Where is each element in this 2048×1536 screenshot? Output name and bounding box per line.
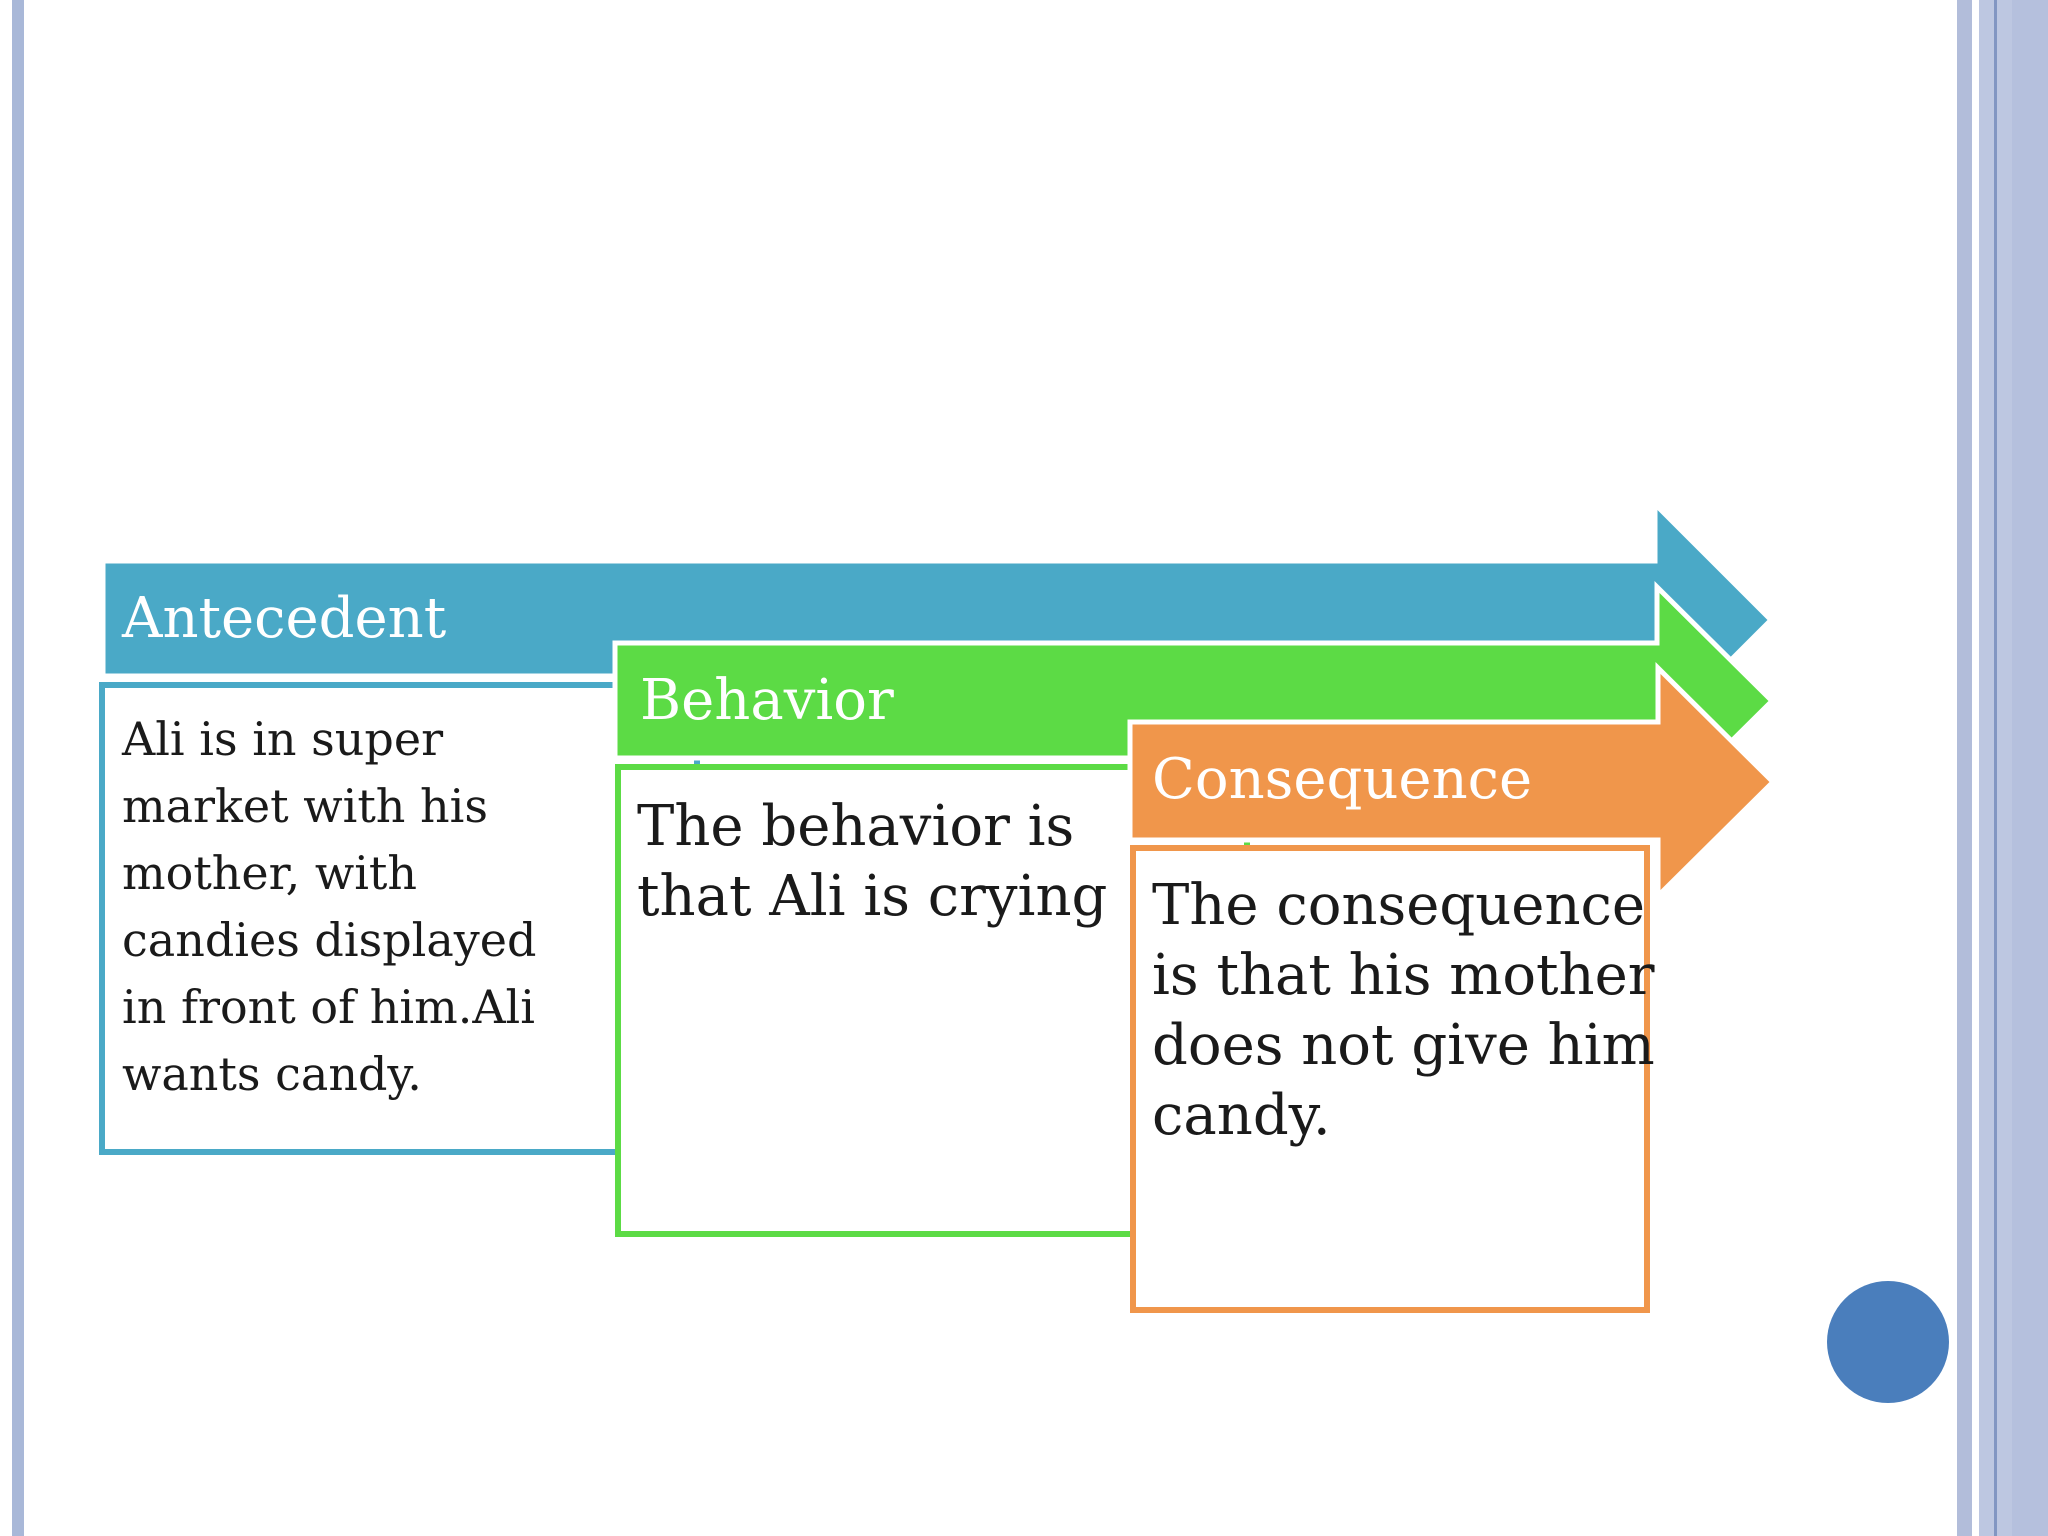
consequence-textbox: The consequence is that his mother does …: [1130, 845, 1655, 1313]
antecedent-textbox: Ali is in super market with his mother, …: [99, 682, 700, 1155]
behavior-text: The behavior is that Ali is crying: [637, 794, 1108, 929]
consequence-text: The consequence is that his mother does …: [1152, 873, 1655, 1148]
consequence-banner-title: Consequence: [1152, 747, 1533, 812]
behavior-banner-title: Behavior: [640, 668, 894, 733]
right-edge-line: [1994, 0, 1997, 1536]
right-edge-band: [2012, 0, 2048, 1536]
corner-circle-decoration: [1827, 1281, 1949, 1403]
left-edge-stripe: [12, 0, 24, 1536]
right-edge-stripe: [1957, 0, 1972, 1536]
antecedent-banner-title: Antecedent: [122, 586, 447, 651]
antecedent-text: Ali is in super market with his mother, …: [122, 712, 537, 1101]
